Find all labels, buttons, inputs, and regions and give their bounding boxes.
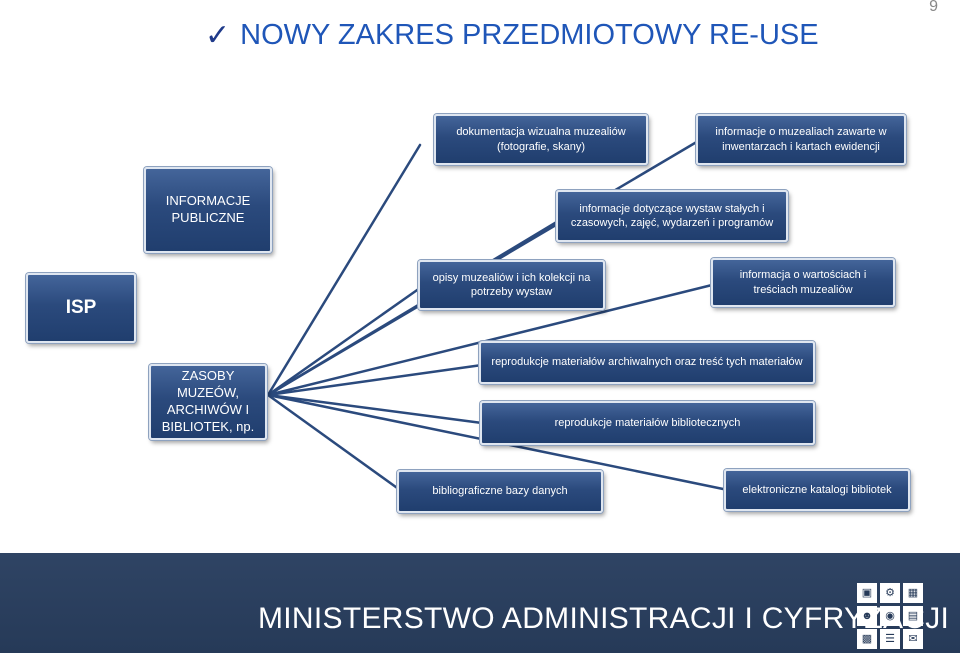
- dokumentacja-box: dokumentacja wizualna muzealiów (fotogra…: [434, 114, 648, 165]
- zasoby-box: ZASOBY MUZEÓW, ARCHIWÓW I BIBLIOTEK, np.: [149, 364, 267, 440]
- checkmark-icon: ✓: [205, 19, 231, 52]
- katalogi-label: elektroniczne katalogi bibliotek: [742, 483, 892, 496]
- ministry-name: MINISTERSTWO ADMINISTRACJI I CYFRYZACJI: [258, 602, 950, 635]
- page-number: 9: [929, 0, 938, 15]
- ministry-logo: ▣ ⚙ ▦ ☻ ◉ ▤ ▩ ☰ ✉: [857, 583, 925, 649]
- zasoby-label: ZASOBY MUZEÓW, ARCHIWÓW I BIBLIOTEK, np.: [161, 368, 255, 434]
- document-icon: ☰: [880, 629, 900, 649]
- network-icon: ◉: [880, 606, 900, 626]
- wartosci-label: informacja o wartościach i treściach muz…: [739, 269, 867, 296]
- informacje-wystawy-box: informacje dotyczące wystaw stałych i cz…: [556, 190, 788, 242]
- monitor-icon: ▣: [857, 583, 877, 603]
- informacje-publiczne-box: INFORMACJE PUBLICZNE: [144, 167, 272, 253]
- opisy-label: opisy muzealiów i ich kolekcji na potrze…: [432, 271, 591, 298]
- katalogi-box: elektroniczne katalogi bibliotek: [724, 469, 910, 511]
- people-icon: ☻: [857, 606, 877, 626]
- footer-bar: [0, 553, 960, 653]
- bibliograficzne-label: bibliograficzne bazy danych: [432, 485, 568, 498]
- connector-bibliograficzne: [266, 393, 402, 492]
- informacje-publiczne-label: INFORMACJE PUBLICZNE: [165, 193, 251, 225]
- connector-archiwalne: [266, 363, 484, 397]
- reprodukcje-biblioteczne-box: reprodukcje materiałów bibliotecznych: [480, 401, 815, 445]
- gears-icon: ⚙: [880, 583, 900, 603]
- chat-icon: ✉: [903, 629, 923, 649]
- connector-wartosci: [266, 283, 714, 397]
- display-icon: ▤: [903, 606, 923, 626]
- informacje-muzealia-box: informacje o muzealiach zawarte w inwent…: [696, 114, 906, 165]
- connector-opisy: [266, 286, 422, 397]
- isp-box: ISP: [26, 273, 136, 343]
- connector-wystawy: [266, 218, 562, 397]
- wartosci-box: informacja o wartościach i treściach muz…: [711, 258, 895, 307]
- grid-icon: ▦: [903, 583, 923, 603]
- connector-biblioteczne: [266, 393, 484, 425]
- isp-label: ISP: [65, 296, 97, 318]
- informacje-wystawy-label: informacje dotyczące wystaw stałych i cz…: [570, 202, 774, 229]
- title-text: NOWY ZAKRES PRZEDMIOTOWY RE-USE: [240, 19, 819, 51]
- bibliograficzne-box: bibliograficzne bazy danych: [397, 470, 603, 513]
- screen-icon: ▩: [857, 629, 877, 649]
- opisy-box: opisy muzealiów i ich kolekcji na potrze…: [418, 260, 605, 310]
- dokumentacja-label: dokumentacja wizualna muzealiów (fotogra…: [456, 126, 626, 153]
- informacje-muzealia-label: informacje o muzealiach zawarte w inwent…: [715, 126, 887, 153]
- reprodukcje-archiwalne-label: reprodukcje materiałów archiwalnych oraz…: [491, 356, 803, 369]
- page-title: ✓ NOWY ZAKRES PRZEDMIOTOWY RE-USE: [205, 18, 819, 53]
- connector-dokumentacja: [266, 143, 422, 397]
- reprodukcje-archiwalne-box: reprodukcje materiałów archiwalnych oraz…: [479, 341, 815, 384]
- reprodukcje-biblioteczne-label: reprodukcje materiałów bibliotecznych: [554, 416, 741, 429]
